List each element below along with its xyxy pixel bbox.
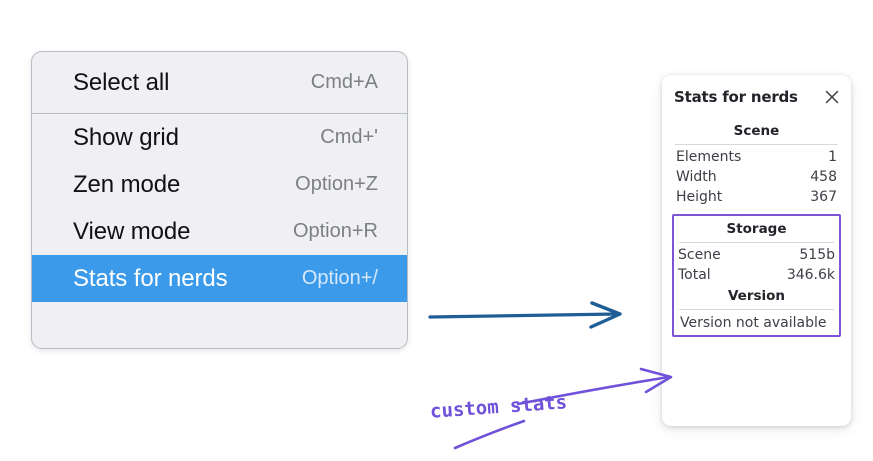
section-heading-scene: Scene: [733, 123, 780, 139]
stat-key: Scene: [678, 247, 721, 263]
menu-separator: [32, 113, 407, 114]
menu-item-shortcut: Option+Z: [295, 173, 378, 195]
stat-key: Elements: [676, 149, 742, 165]
menu-item-shortcut: Cmd+': [320, 126, 378, 148]
stats-panel-title: Stats for nerds: [674, 88, 798, 106]
custom-stats-highlight-box: Storage Scene 515b Total 346.6k Version …: [672, 214, 841, 337]
menu-item-show-grid[interactable]: Show grid Cmd+': [32, 114, 407, 161]
menu-item-label: Show grid: [73, 123, 179, 151]
close-icon[interactable]: [823, 89, 840, 106]
blue-arrow-menu-to-stats: [428, 301, 622, 329]
stats-section-storage: Storage Scene 515b Total 346.6k: [674, 218, 839, 285]
section-divider: [679, 242, 834, 243]
canvas-context-menu[interactable]: Select all Cmd+A Show grid Cmd+' Zen mod…: [31, 51, 408, 349]
stats-section-scene: Scene Elements 1 Width 458 Height 367: [672, 120, 841, 207]
stat-value: 515b: [799, 247, 835, 263]
stat-value: 367: [810, 189, 837, 205]
purple-underline-stroke: [453, 419, 526, 450]
menu-item-label: Select all: [73, 68, 170, 96]
purple-arrow-to-custom-stats: [516, 367, 673, 406]
section-heading-version: Version: [727, 288, 786, 304]
stat-row-storage-scene: Scene 515b: [674, 245, 839, 265]
menu-item-shortcut: Option+R: [292, 220, 378, 242]
stats-for-nerds-panel[interactable]: Stats for nerds Scene Elements 1 Width 4…: [662, 75, 851, 426]
menu-item-label: View mode: [73, 217, 191, 245]
stat-row-elements: Elements 1: [672, 147, 841, 167]
section-divider: [675, 144, 838, 145]
menu-item-zen-mode[interactable]: Zen mode Option+Z: [32, 161, 407, 208]
stats-section-version: Version Version not available: [674, 285, 839, 332]
stats-panel-titlebar: Stats for nerds: [672, 88, 841, 106]
stat-row-width: Width 458: [672, 167, 841, 187]
stat-key: Width: [676, 169, 717, 185]
menu-item-view-mode[interactable]: View mode Option+R: [32, 208, 407, 255]
stat-value: 458: [810, 169, 837, 185]
stat-value: 346.6k: [786, 267, 835, 283]
menu-item-stats-for-nerds[interactable]: Stats for nerds Option+/: [32, 255, 407, 302]
stat-value: 1: [828, 149, 837, 165]
menu-item-select-all[interactable]: Select all Cmd+A: [32, 59, 407, 106]
menu-group-1: Select all Cmd+A: [32, 59, 407, 106]
handwritten-note-custom-stats: custom stats: [429, 391, 567, 423]
section-heading-storage: Storage: [726, 221, 787, 237]
menu-item-label: Stats for nerds: [73, 264, 228, 292]
menu-item-shortcut: Cmd+A: [310, 71, 378, 93]
stat-row-storage-total: Total 346.6k: [674, 265, 839, 285]
stat-row-height: Height 367: [672, 187, 841, 207]
stat-key: Total: [678, 267, 711, 283]
menu-group-2: Show grid Cmd+' Zen mode Option+Z View m…: [32, 114, 407, 302]
menu-item-shortcut: Option+/: [301, 267, 378, 289]
menu-item-label: Zen mode: [73, 170, 181, 198]
section-divider: [679, 309, 834, 310]
menu-bottom-spacer: [32, 302, 407, 339]
stat-key: Height: [676, 189, 723, 205]
version-not-available-text: Version not available: [680, 315, 827, 331]
